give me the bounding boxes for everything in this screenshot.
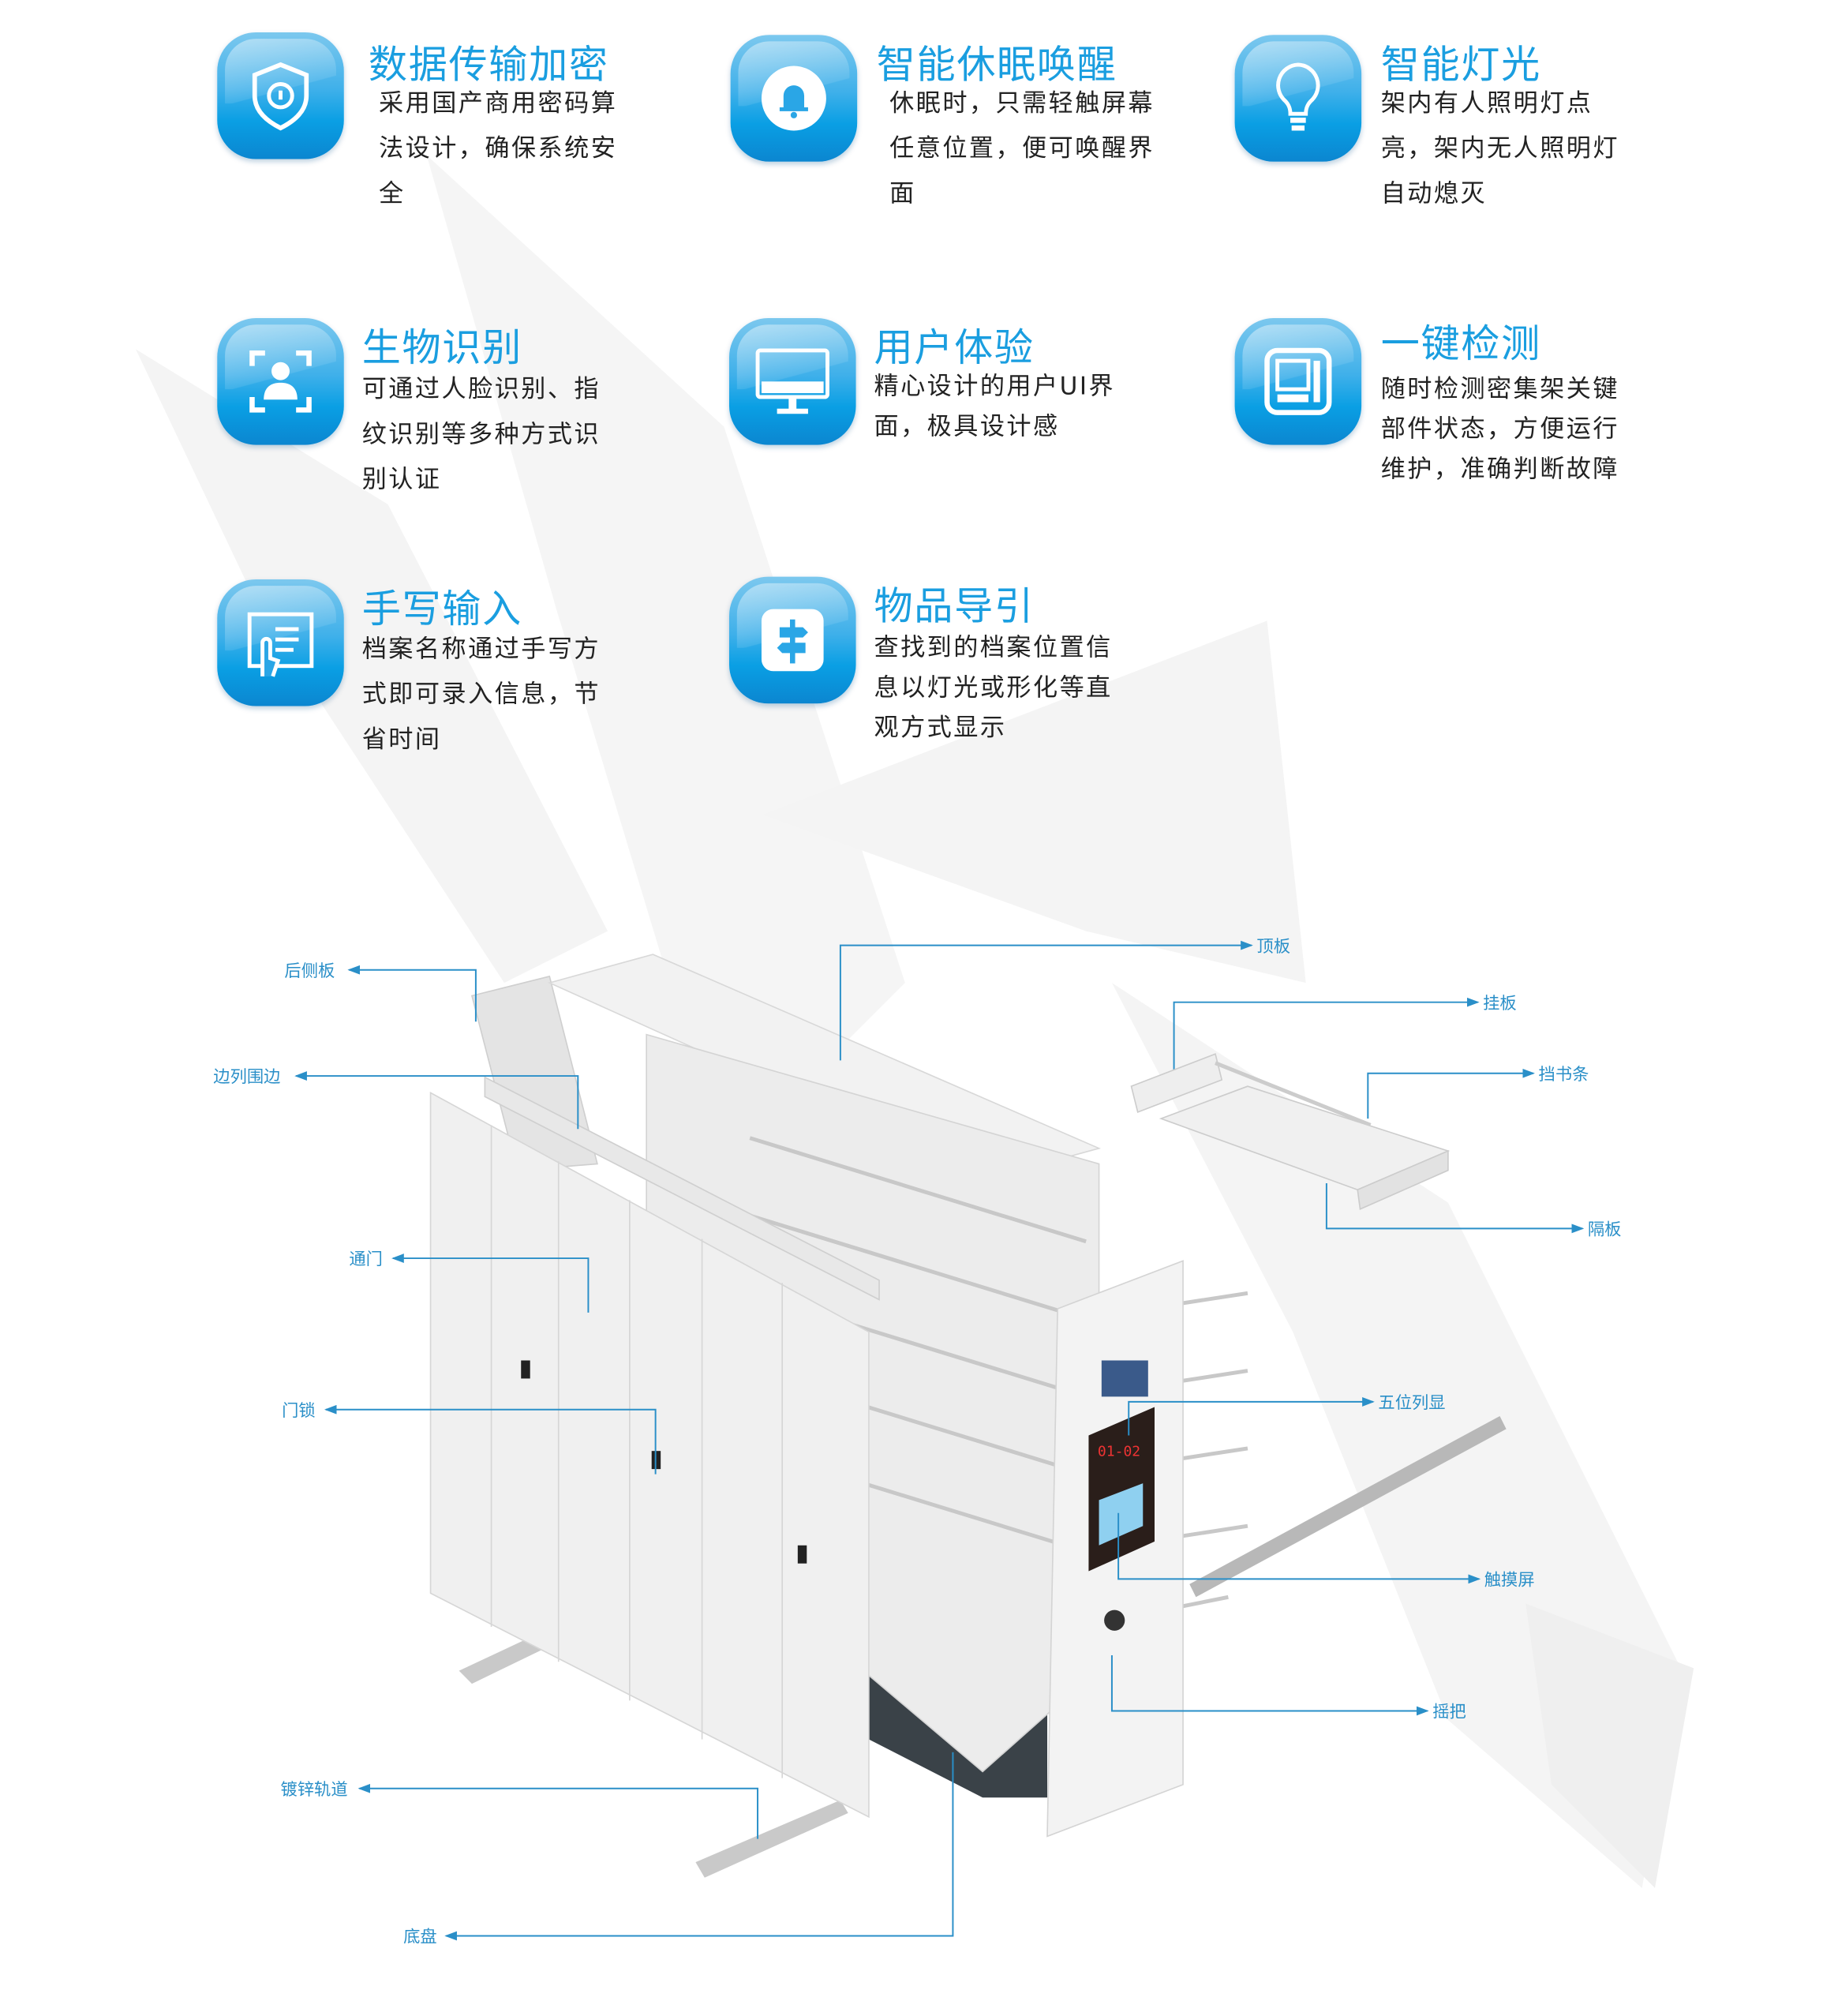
label-crank: 摇把 — [1432, 1703, 1466, 1722]
label-rail: 镀锌轨道 — [281, 1780, 348, 1800]
hanging-plate-part — [1130, 1053, 1223, 1114]
cabinet-illustration: 01-02 — [429, 954, 1507, 1878]
rail-front — [695, 1800, 848, 1878]
door-lock — [797, 1545, 807, 1564]
side-trim — [484, 1076, 880, 1301]
monitor-icon — [729, 318, 856, 445]
detect-panel-icon — [1234, 318, 1362, 445]
label-hanging-plate: 挂板 — [1483, 994, 1517, 1014]
rail-right — [1189, 1415, 1507, 1598]
face-scan-icon — [217, 318, 344, 445]
label-door: 通门 — [349, 1250, 383, 1269]
door-seams — [490, 1125, 783, 1778]
five-digit-display-label — [1101, 1360, 1148, 1397]
shelf-bracket — [1357, 1149, 1449, 1211]
crank-handle — [1104, 1609, 1125, 1631]
label-top-panel: 顶板 — [1256, 937, 1290, 957]
label-rear-panel: 后侧板 — [284, 961, 335, 981]
touchscreen-glass — [1099, 1483, 1144, 1546]
label-side-trim: 边列围边 — [213, 1067, 280, 1087]
exploded-parts — [1130, 1053, 1451, 1211]
shield-lock-icon — [217, 32, 344, 159]
label-display: 五位列显 — [1378, 1393, 1445, 1413]
bell-icon — [730, 35, 858, 162]
lightbulb-icon — [1234, 35, 1362, 162]
label-shelf: 隔板 — [1588, 1220, 1622, 1240]
display-readout: 01-02 — [1098, 1444, 1140, 1460]
side-doors — [429, 1091, 870, 1819]
door-lock — [521, 1360, 530, 1379]
handwriting-icon — [217, 579, 344, 706]
label-touchscreen: 触摸屏 — [1484, 1571, 1535, 1591]
signpost-icon — [729, 576, 856, 704]
leader-lines — [294, 940, 1585, 1941]
label-chassis: 底盘 — [403, 1928, 437, 1947]
label-lock: 门锁 — [282, 1401, 316, 1421]
label-book-stop: 挡书条 — [1539, 1065, 1589, 1085]
